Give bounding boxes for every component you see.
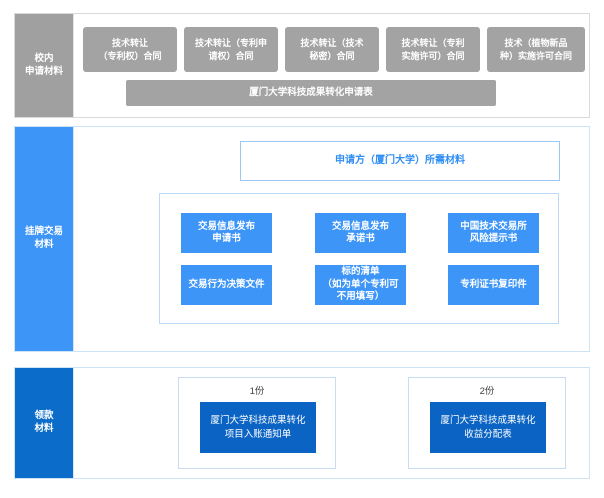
doc-chip-trade-decision-file[interactable]: 交易行为决策文件 [181, 265, 272, 305]
section-label-payment: 领款 材料 [15, 368, 73, 478]
doc-chip-ctex-risk-notice-line1: 中国技术交易所 [460, 220, 527, 232]
contract-chip-technical-secret[interactable]: 技术转让（技术 秘密）合同 [285, 27, 379, 72]
contract-chip-patent-right[interactable]: 技术转让 （专利权）合同 [83, 27, 177, 72]
payment-item-accounting-notice-count: 1份 [249, 386, 265, 397]
doc-chip-subject-list-line3: 不用填写） [336, 291, 385, 303]
section-label-payment-line2: 材料 [34, 423, 54, 434]
contract-chip-plant-variety-license-line1: 技术（植物新品 [504, 38, 568, 49]
applicant-required-materials-header: 申请方（厦门大学）所需材料 [240, 141, 560, 181]
contract-chip-plant-variety-license[interactable]: 技术（植物新品 种）实施许可合同 [487, 27, 585, 72]
doc-chip-trade-info-commitment[interactable]: 交易信息发布 承诺书 [315, 213, 406, 253]
section-body-campus: 技术转让 （专利权）合同 技术转让（专利申 请权）合同 技术转让（技术 秘密）合… [73, 14, 589, 117]
contract-chip-patent-license-line2: 实施许可）合同 [401, 50, 465, 61]
section-label-campus: 校内 申请材料 [15, 14, 73, 117]
payment-chip-accounting-notice-line1: 厦门大学科技成果转化 [210, 415, 306, 427]
doc-chip-trade-info-commitment-line2: 承诺书 [346, 233, 375, 244]
section-payment-materials: 领款 材料 1份 厦门大学科技成果转化 项目入账通知单 2份 厦门大学科技成果转 [14, 367, 590, 479]
doc-chip-subject-list-line1: 标的清单 [341, 266, 380, 278]
contract-chip-patent-license-line1: 技术转让（专利 [401, 38, 465, 49]
section-label-listing-line2: 材料 [34, 239, 54, 250]
contract-chip-patent-application-right-line1: 技术转让（专利申 [194, 38, 267, 49]
doc-chip-trade-info-application-line1: 交易信息发布 [197, 220, 255, 232]
contract-chip-technical-secret-line2: 秘密）合同 [309, 50, 355, 61]
section-listing-trade-materials: 挂牌交易 材料 申请方（厦门大学）所需材料 交易信息发布 申请书 交易信息发布 … [14, 126, 590, 352]
listing-documents-panel: 交易信息发布 申请书 交易信息发布 承诺书 中国技术交易所 风险提示书 [159, 193, 559, 324]
payment-item-revenue-distribution: 2份 厦门大学科技成果转化 收益分配表 [408, 377, 566, 469]
contract-chip-patent-application-right[interactable]: 技术转让（专利申 请权）合同 [184, 27, 278, 72]
payment-chip-accounting-notice-line2: 项目入账通知单 [224, 428, 292, 440]
doc-chip-subject-list[interactable]: 标的清单 （如为单个专利可 不用填写） [315, 265, 406, 305]
payment-chip-accounting-notice[interactable]: 厦门大学科技成果转化 项目入账通知单 [200, 402, 316, 453]
contract-chip-patent-application-right-line2: 请权）合同 [208, 50, 254, 61]
payment-item-accounting-notice: 1份 厦门大学科技成果转化 项目入账通知单 [178, 377, 336, 469]
contract-chip-patent-license[interactable]: 技术转让（专利 实施许可）合同 [386, 27, 480, 72]
contract-chip-patent-right-line1: 技术转让 [111, 38, 148, 49]
payment-chip-revenue-distribution[interactable]: 厦门大学科技成果转化 收益分配表 [430, 402, 546, 453]
section-label-campus-line2: 申请材料 [24, 65, 63, 77]
doc-chip-trade-info-application[interactable]: 交易信息发布 申请书 [181, 213, 272, 253]
section-label-payment-line1: 领款 [34, 410, 54, 422]
section-label-campus-line1: 校内 [34, 52, 54, 64]
doc-chip-ctex-risk-notice[interactable]: 中国技术交易所 风险提示书 [448, 213, 539, 253]
doc-chip-trade-info-commitment-line1: 交易信息发布 [331, 220, 389, 232]
doc-chip-subject-list-line2: （如为单个专利可 [322, 278, 399, 290]
doc-chip-patent-certificate-copy[interactable]: 专利证书复印件 [448, 265, 539, 305]
section-label-listing: 挂牌交易 材料 [15, 127, 73, 351]
section-body-payment: 1份 厦门大学科技成果转化 项目入账通知单 2份 厦门大学科技成果转化 收益分配… [73, 368, 589, 478]
doc-chip-trade-info-application-line2: 申请书 [212, 233, 241, 244]
doc-chip-ctex-risk-notice-line2: 风险提示书 [469, 233, 518, 244]
payment-chip-revenue-distribution-line2: 收益分配表 [464, 428, 512, 440]
section-campus-application-materials: 校内 申请材料 技术转让 （专利权）合同 技术转让（专利申 请权）合同 技术转让… [14, 13, 590, 118]
application-form-chip[interactable]: 厦门大学科技成果转化申请表 [126, 80, 496, 106]
section-body-listing: 申请方（厦门大学）所需材料 交易信息发布 申请书 交易信息发布 承诺书 [73, 127, 589, 351]
contract-chip-patent-right-line2: （专利权）合同 [98, 50, 162, 61]
payment-item-revenue-distribution-count: 2份 [479, 386, 495, 397]
contract-chip-plant-variety-license-line2: 种）实施许可合同 [499, 50, 572, 61]
section-label-listing-line1: 挂牌交易 [24, 226, 63, 238]
payment-chip-revenue-distribution-line1: 厦门大学科技成果转化 [440, 415, 536, 427]
contract-chip-technical-secret-line1: 技术转让（技术 [300, 38, 364, 49]
